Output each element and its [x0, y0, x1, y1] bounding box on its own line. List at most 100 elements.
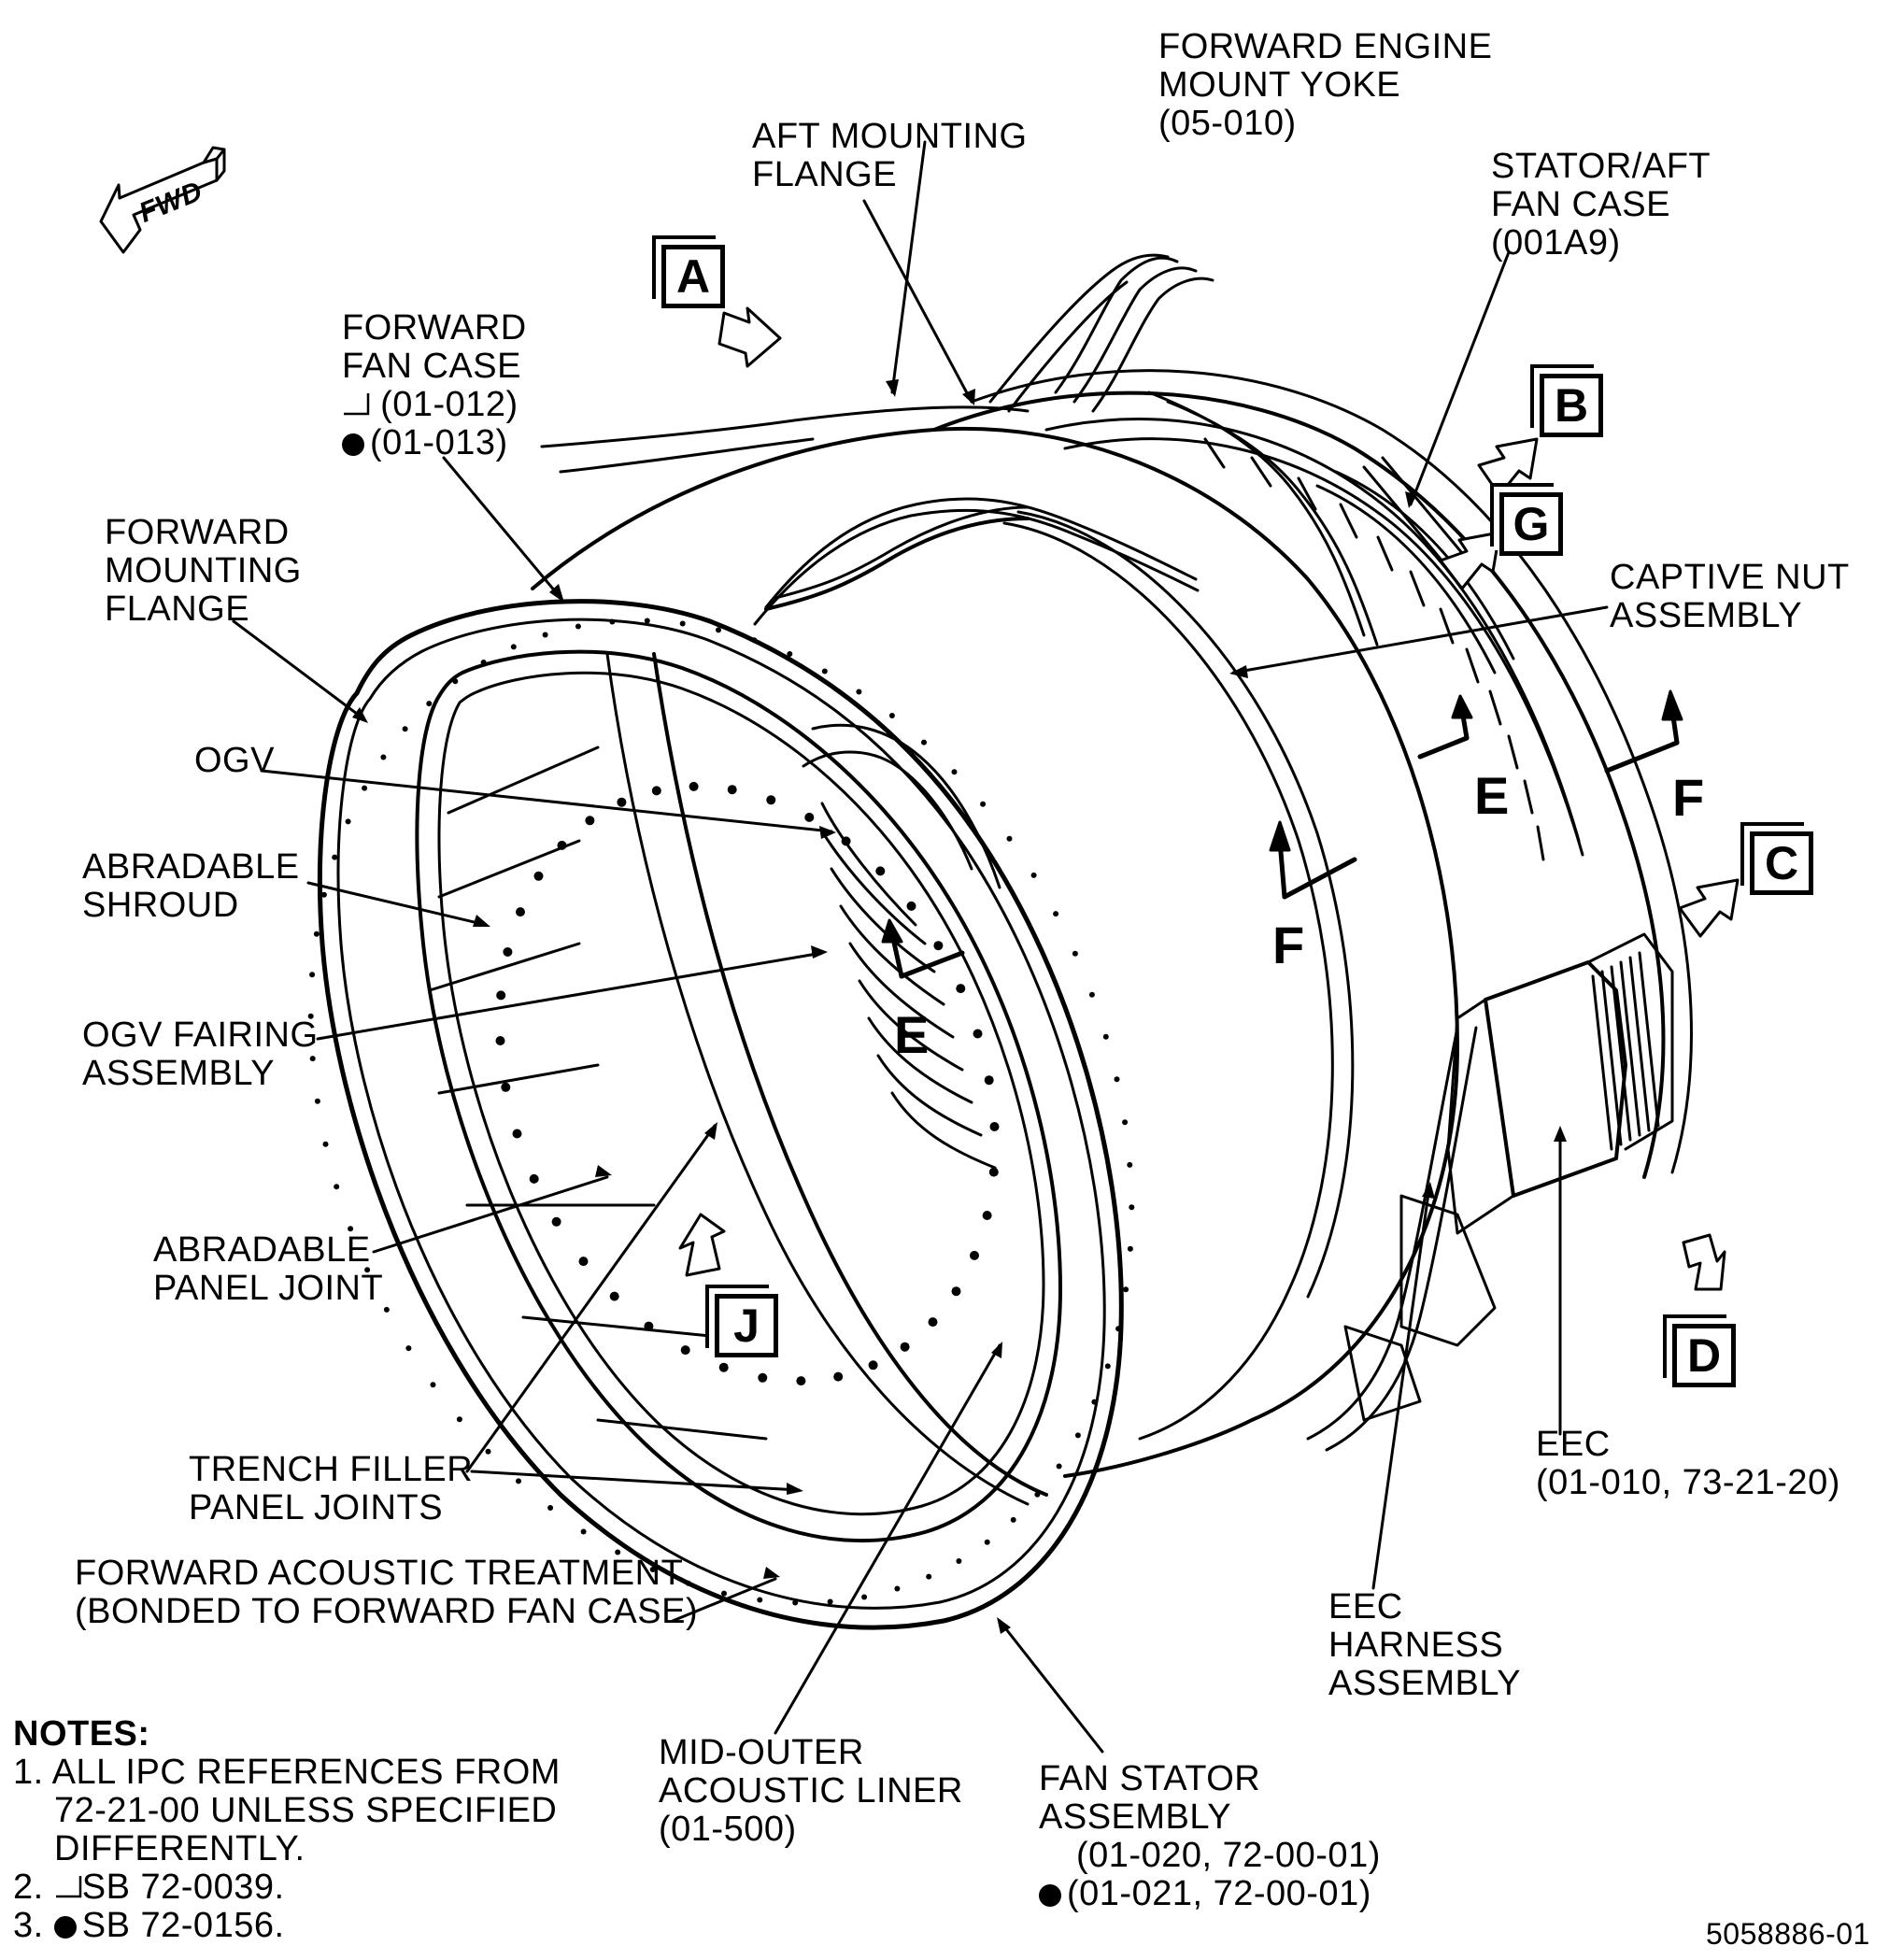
rivet — [580, 1528, 587, 1535]
rivet — [980, 801, 987, 807]
rivet-dots — [307, 618, 1135, 1606]
liner-hole — [496, 990, 506, 1001]
liner-hole — [758, 1372, 768, 1383]
liner-hole — [900, 1342, 910, 1352]
rivet — [1053, 911, 1059, 917]
rivet — [309, 972, 316, 978]
rivet — [362, 785, 368, 791]
liner-hole — [609, 1291, 619, 1301]
liner-hole — [689, 781, 699, 791]
label-aft-mounting-flange: AFT MOUNTING FLANGE — [752, 117, 1028, 194]
label-abradable-shroud: ABRADABLE SHROUD — [82, 847, 300, 925]
liner-hole — [512, 1129, 522, 1139]
liner-hole — [495, 1036, 505, 1045]
view-b-box: B — [1540, 374, 1603, 437]
section-e-right: E — [1474, 766, 1510, 825]
label-forward-acoustic-treatment: FORWARD ACOUSTIC TREATMENT (BONDED TO FO… — [75, 1554, 699, 1631]
section-f-right: F — [1672, 768, 1705, 827]
view-j-box: J — [715, 1294, 778, 1357]
label-forward-mounting-flange: FORWARD MOUNTING FLANGE — [105, 513, 302, 629]
liner-hole — [551, 1216, 561, 1227]
rivet — [716, 627, 721, 633]
rivet — [430, 1382, 436, 1388]
sb-0039-triangle-icon — [344, 393, 370, 416]
rivet — [921, 739, 927, 746]
liner-hole — [585, 816, 595, 826]
liner-hole — [951, 1286, 961, 1297]
sb-0156-dot-icon — [1039, 1884, 1061, 1907]
liner-hole — [727, 785, 737, 795]
rivet — [1091, 1399, 1098, 1405]
label-trench-filler-panel-joints: TRENCH FILLER PANEL JOINTS — [189, 1450, 474, 1527]
rivet — [1034, 1491, 1041, 1498]
rivet — [787, 651, 793, 657]
rivet — [313, 930, 320, 937]
liner-hole — [841, 836, 851, 846]
rivet — [1123, 1286, 1129, 1293]
rivet — [1122, 1119, 1129, 1126]
rivet — [364, 1267, 371, 1273]
liner-hole — [651, 786, 661, 796]
liner-hole — [503, 947, 513, 957]
liner-hole — [970, 1250, 979, 1260]
liner-hole — [982, 1211, 992, 1220]
rivet — [575, 623, 581, 630]
rivet — [1104, 1363, 1111, 1370]
liner-hole — [833, 1371, 844, 1382]
rivet — [348, 1226, 354, 1232]
rivet — [1056, 1463, 1062, 1470]
rivet — [314, 1098, 320, 1104]
liner-hole — [988, 1167, 999, 1177]
liner-hole — [578, 1257, 589, 1267]
rivet — [984, 1539, 990, 1545]
liner-hole — [718, 1362, 729, 1372]
rivet — [1074, 1432, 1081, 1439]
rivet — [1114, 1076, 1120, 1083]
rivet — [821, 668, 828, 675]
liner-hole — [804, 812, 815, 822]
rivet — [888, 713, 895, 718]
rivet — [644, 618, 650, 624]
section-f-left: F — [1272, 916, 1305, 974]
rivet — [926, 1573, 932, 1580]
rivet — [334, 1184, 340, 1190]
rivet — [757, 1597, 763, 1603]
rivet — [480, 660, 487, 665]
rivet — [1127, 1245, 1133, 1252]
liner-hole — [501, 1082, 511, 1092]
rivet — [320, 891, 327, 898]
rivet — [405, 1345, 412, 1352]
notes-block: NOTES: 1. ALL IPC REFERENCES FROM 72-21-… — [13, 1714, 561, 1945]
rivet — [951, 769, 958, 775]
liner-hole — [644, 1321, 654, 1331]
figure-number: 5058886-01 — [1706, 1917, 1870, 1951]
rivet — [679, 620, 686, 627]
notes-title: NOTES: — [13, 1714, 150, 1754]
rivet — [547, 1505, 554, 1511]
rivet — [1006, 835, 1013, 842]
label-mid-outer-acoustic-liner: MID-OUTER ACOUSTIC LINER (01-500) — [659, 1733, 963, 1849]
rivet — [542, 632, 548, 638]
section-e-left: E — [894, 1005, 930, 1064]
rivet — [792, 1599, 799, 1606]
rivet — [1102, 1033, 1109, 1040]
liner-hole — [875, 866, 886, 876]
liner-hole — [984, 1075, 994, 1086]
rivet — [307, 1013, 314, 1019]
label-fan-stator-assembly: FAN STATOR ASSEMBLY (01-020, 72-00-01) (… — [1039, 1759, 1381, 1913]
rivet — [827, 1598, 833, 1605]
view-g-box: G — [1499, 492, 1563, 556]
rivet — [721, 1590, 727, 1597]
rivet — [1127, 1161, 1133, 1168]
rivet — [956, 1558, 962, 1564]
liner-hole — [928, 1317, 938, 1328]
label-captive-nut-assembly: CAPTIVE NUT ASSEMBLY — [1610, 558, 1850, 635]
rivet — [510, 644, 517, 650]
sb-0039-triangle-icon — [55, 1876, 82, 1898]
label-eec: EEC (01-010, 73-21-20) — [1536, 1425, 1840, 1502]
rivet — [1115, 1326, 1122, 1332]
view-d-box: D — [1672, 1324, 1736, 1387]
rivet — [751, 637, 758, 644]
liner-hole — [680, 1345, 690, 1356]
